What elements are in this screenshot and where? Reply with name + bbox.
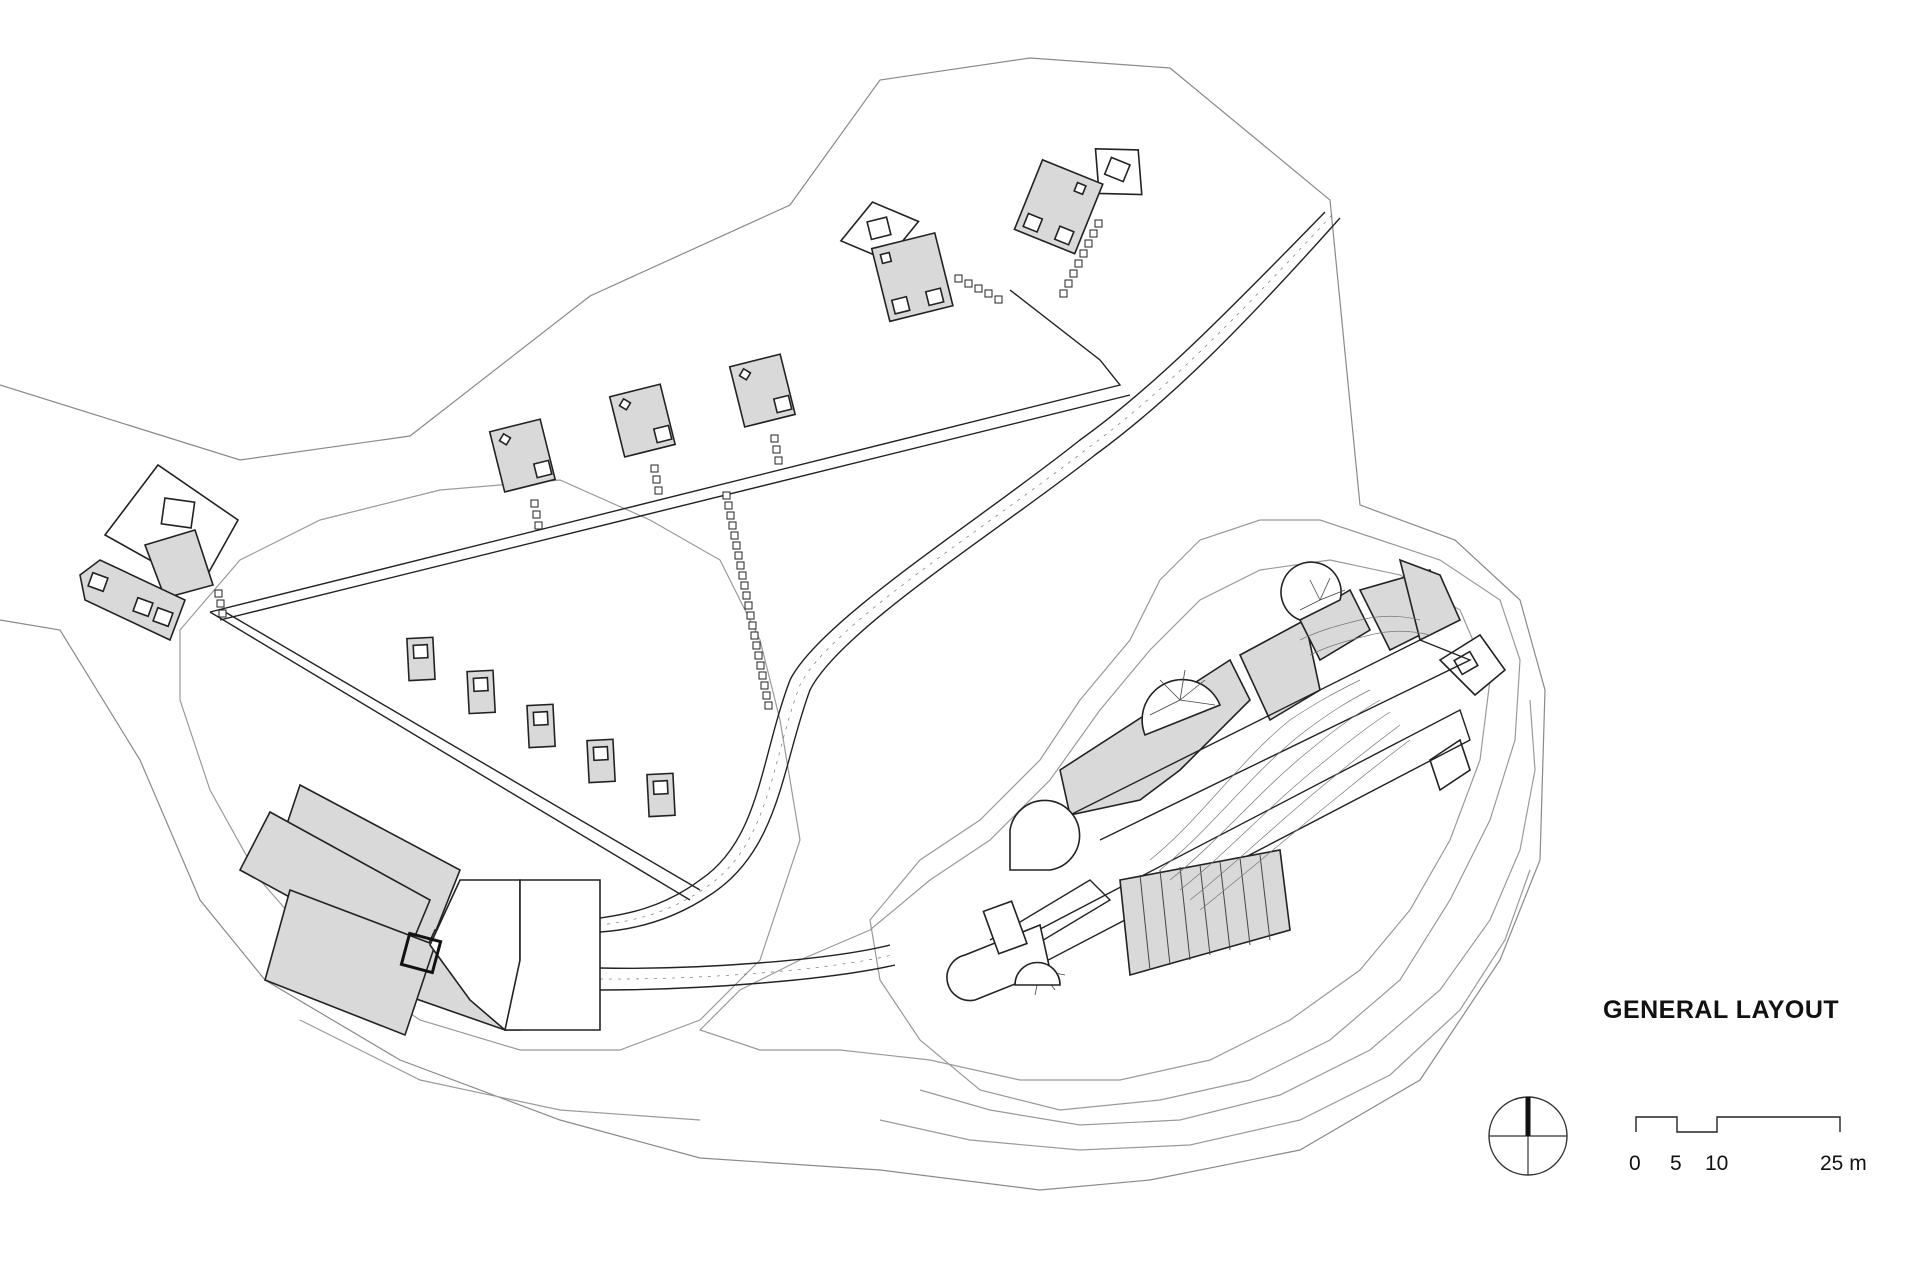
main-building: [238, 783, 601, 1037]
small-units: [406, 636, 676, 818]
cabin-west: [79, 463, 240, 642]
scale-label-25m: 25 m: [1820, 1152, 1867, 1175]
cabins-row: [488, 353, 797, 493]
scale-label-10: 10: [1705, 1152, 1729, 1175]
cabins-north: [839, 148, 1143, 323]
stepping-paths: [214, 219, 1103, 710]
terrain-outlines: [0, 57, 1546, 1191]
scale-label-5: 5: [1670, 1152, 1682, 1175]
layout-title: GENERAL LAYOUT: [1603, 996, 1840, 1024]
scale-label-0: 0: [1629, 1152, 1641, 1175]
access-roads: [209, 211, 1341, 991]
hotel-complex: [946, 558, 1507, 1002]
north-arrow-icon: [1488, 1096, 1568, 1176]
scale-bar: [1635, 1116, 1841, 1133]
